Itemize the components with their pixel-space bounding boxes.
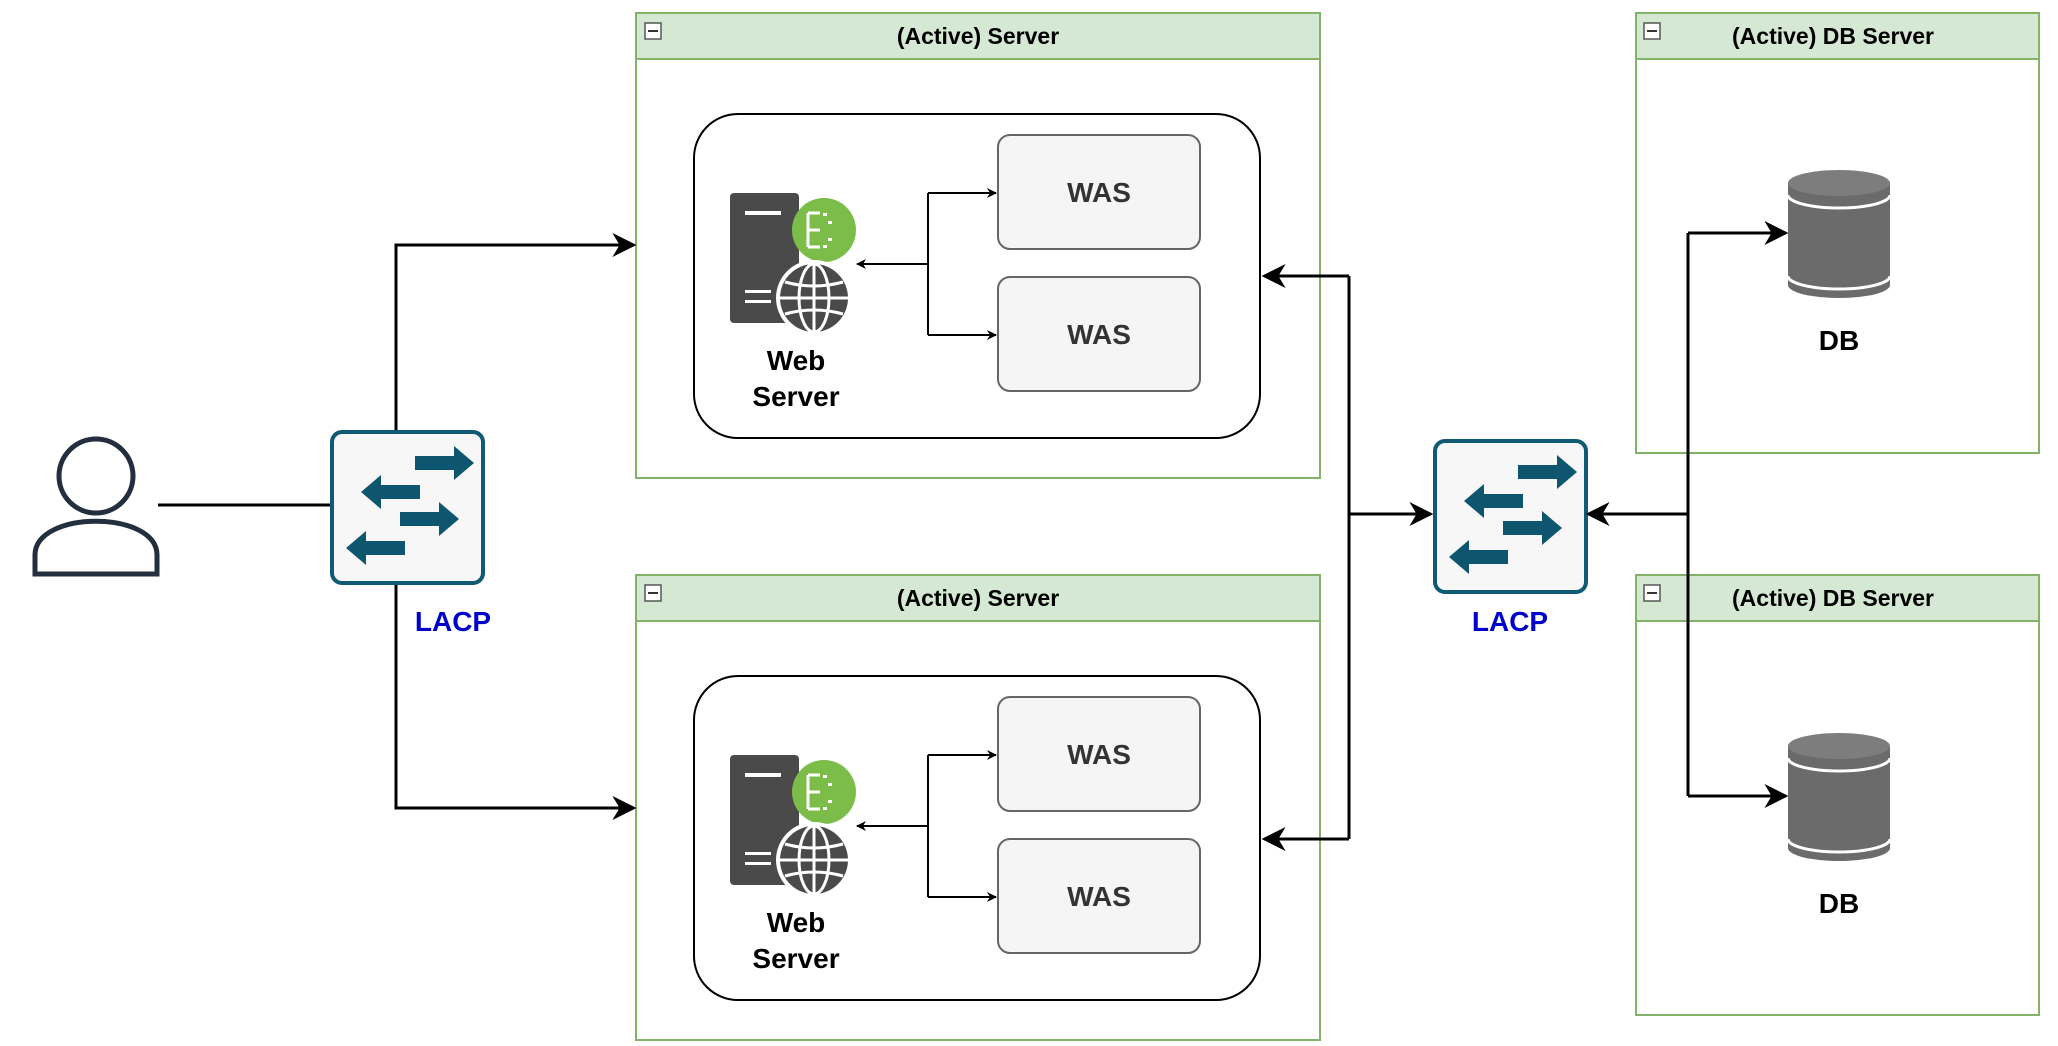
user-icon[interactable]: [32, 436, 160, 577]
was-box[interactable]: WAS: [997, 134, 1201, 250]
collapse-icon[interactable]: [1643, 22, 1661, 40]
container-title: (Active) DB Server: [1732, 23, 1934, 49]
switch-to-db-connector: [1585, 221, 1789, 808]
web-to-was-connector: [856, 750, 997, 902]
was-box[interactable]: WAS: [997, 838, 1201, 954]
collapse-icon[interactable]: [1643, 584, 1661, 602]
web-server-label-line2: Server: [752, 943, 839, 974]
web-to-was-connector: [856, 188, 997, 340]
container-title: (Active) Server: [897, 585, 1059, 611]
server-to-switch-connector: [1261, 264, 1434, 851]
db-label: DB: [1819, 888, 1859, 919]
container-title: (Active) Server: [897, 23, 1059, 49]
switch-to-server-connector: [394, 233, 637, 820]
was-label: WAS: [1067, 739, 1131, 770]
web-server-label-line1: Web: [767, 907, 826, 938]
web-server-label-line1: Web: [767, 345, 826, 376]
database-icon: [1786, 733, 1892, 861]
database-icon: [1786, 170, 1892, 298]
web-server-icon: [730, 193, 856, 336]
web-server-node[interactable]: Web Server: [730, 755, 856, 974]
lacp-label: LACP: [1472, 606, 1548, 637]
was-box[interactable]: WAS: [997, 276, 1201, 392]
lacp-label: LACP: [415, 606, 491, 637]
was-box[interactable]: WAS: [997, 696, 1201, 812]
was-label: WAS: [1067, 177, 1131, 208]
switch-icon: [1433, 439, 1588, 594]
web-server-label-line2: Server: [752, 381, 839, 412]
db-node[interactable]: DB: [1786, 170, 1892, 356]
db-label: DB: [1819, 325, 1859, 356]
collapse-icon[interactable]: [644, 22, 662, 40]
collapse-icon[interactable]: [644, 584, 662, 602]
lacp-switch-right[interactable]: LACP: [1433, 439, 1588, 637]
was-label: WAS: [1067, 881, 1131, 912]
db-node[interactable]: DB: [1786, 733, 1892, 919]
web-server-node[interactable]: Web Server: [730, 193, 856, 412]
web-server-icon: [730, 755, 856, 898]
switch-icon: [330, 430, 485, 585]
container-title: (Active) DB Server: [1732, 585, 1934, 611]
was-label: WAS: [1067, 319, 1131, 350]
lacp-switch-left[interactable]: LACP: [330, 430, 491, 637]
